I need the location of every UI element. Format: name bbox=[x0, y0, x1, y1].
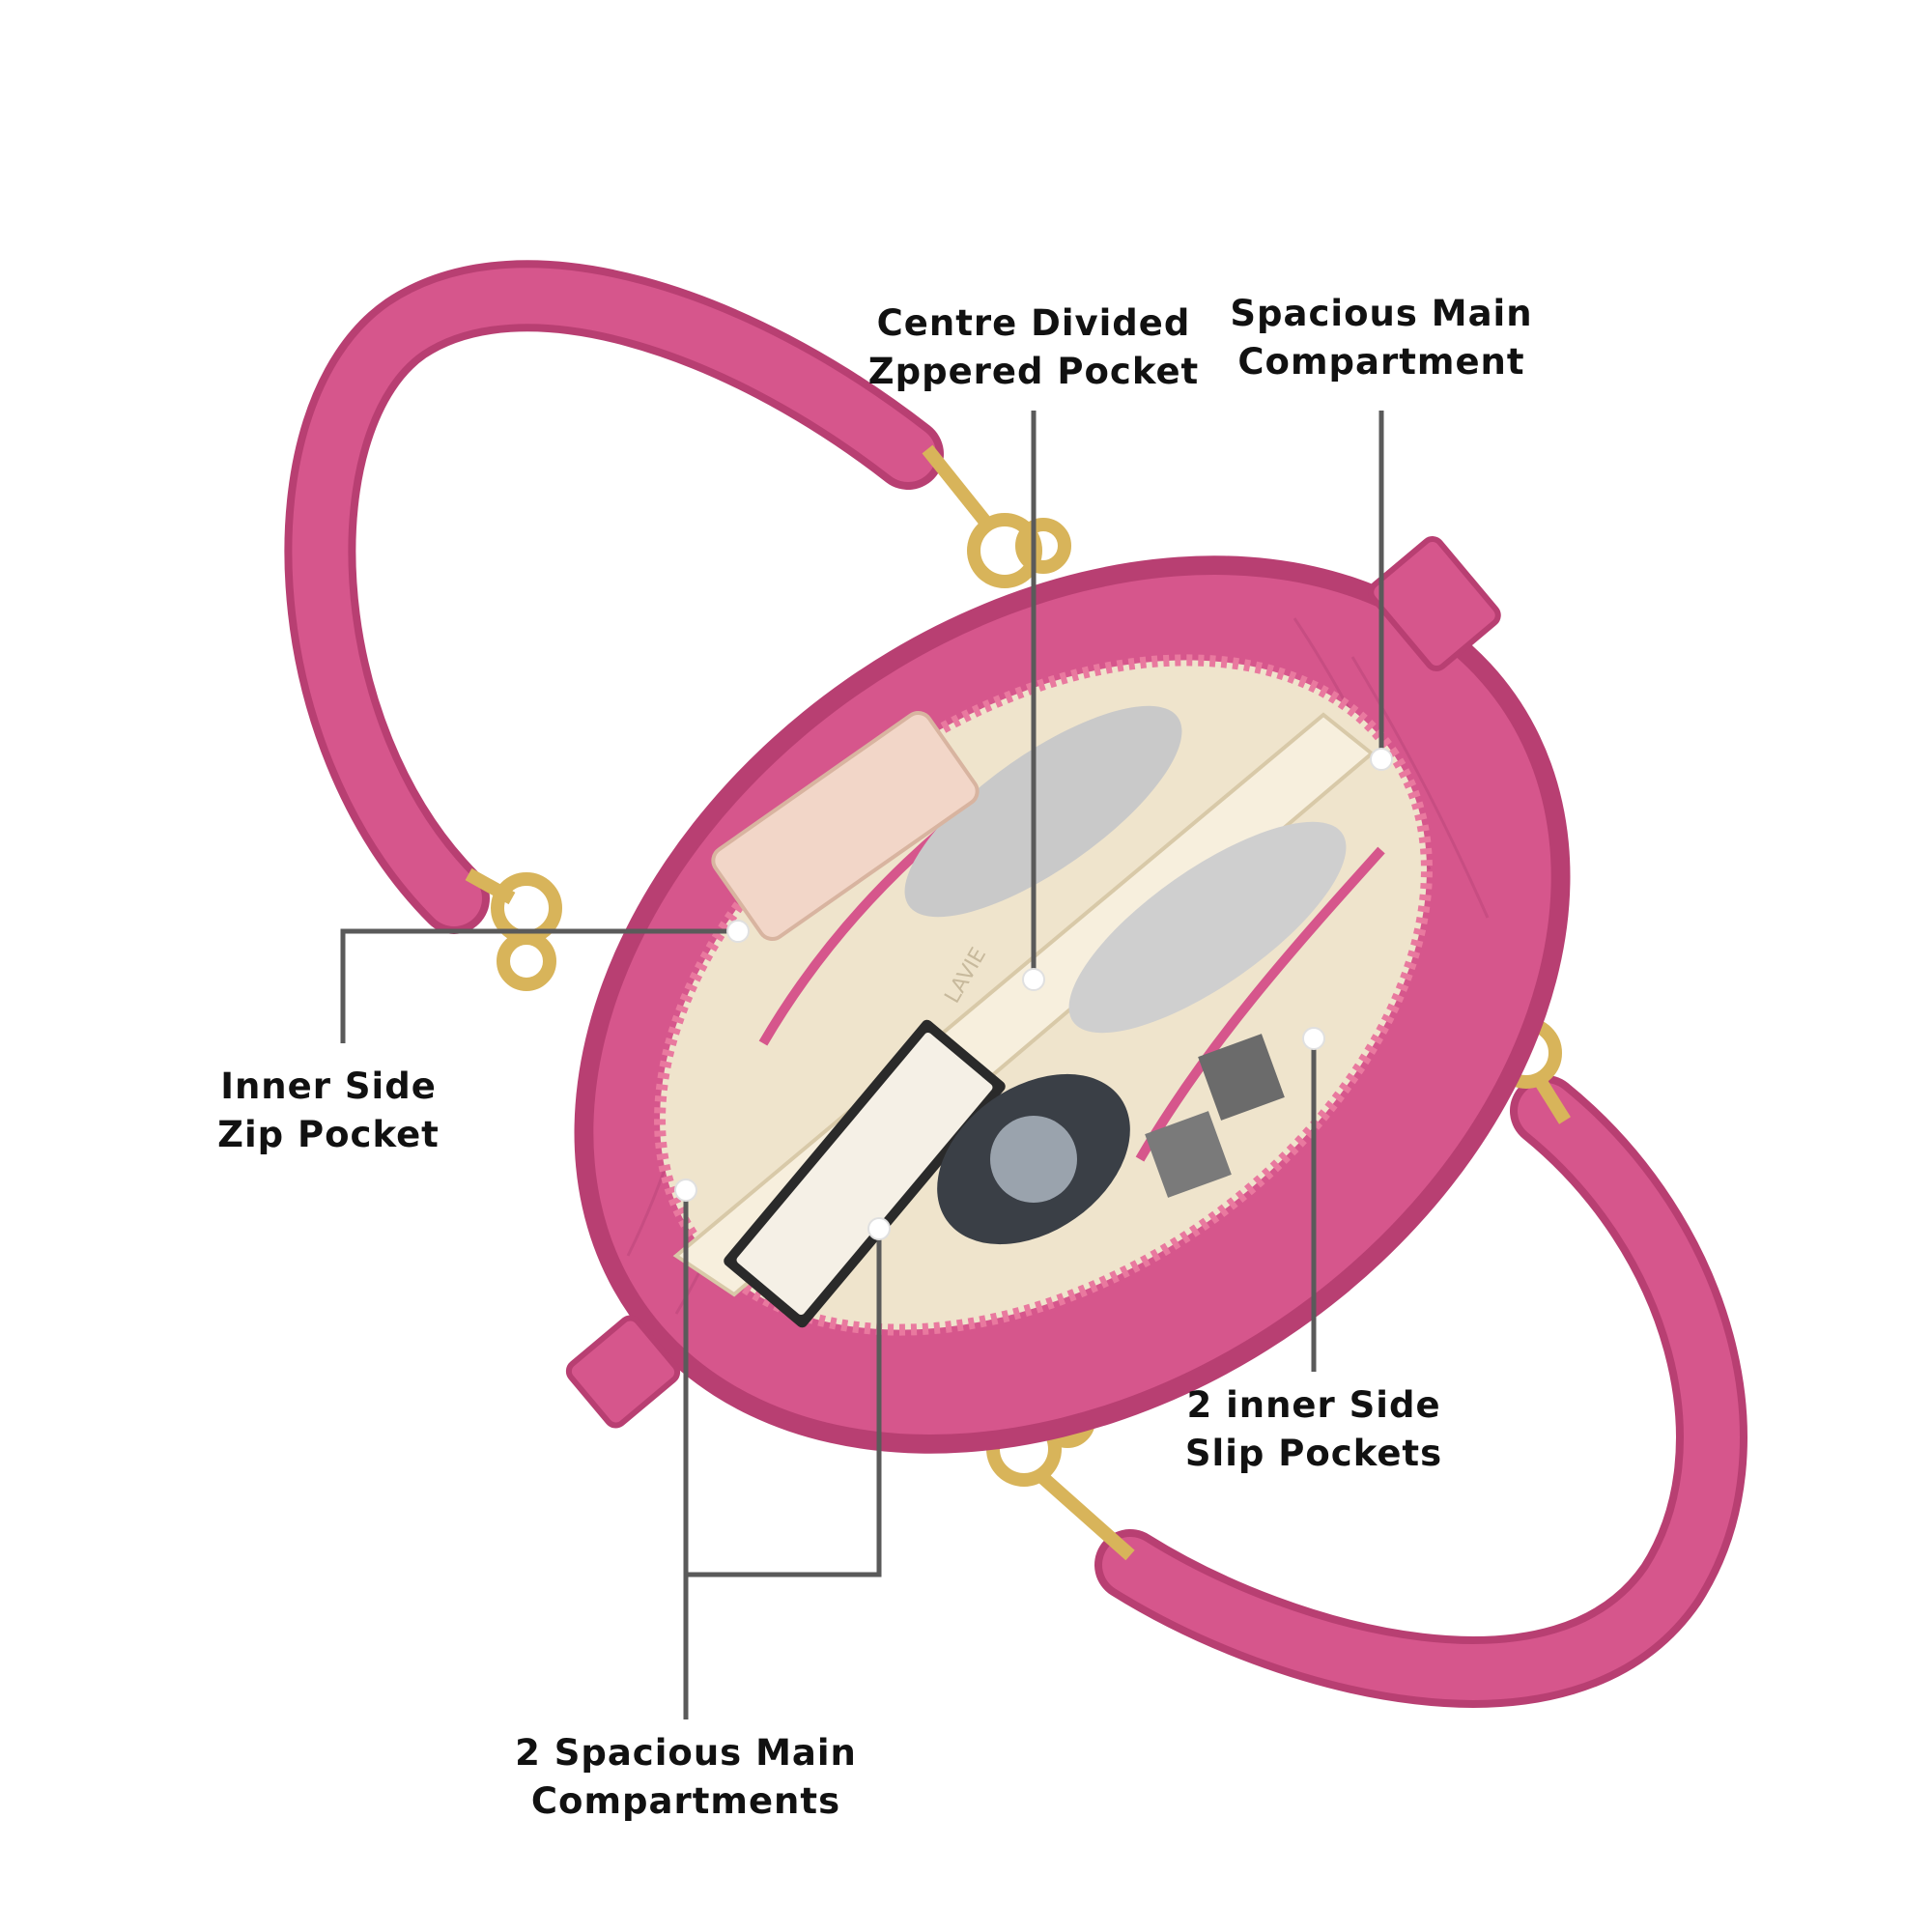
top-handle bbox=[284, 260, 944, 934]
label-spacious-main-compartments: 2 Spacious Main Compartments bbox=[483, 1729, 889, 1826]
dot-slip-pockets bbox=[1302, 1027, 1325, 1050]
label-line: Spacious Main bbox=[1230, 293, 1533, 334]
label-line: Zip Pocket bbox=[217, 1114, 440, 1155]
label-line: Centre Divided bbox=[876, 302, 1191, 344]
label-line: Inner Side bbox=[220, 1065, 437, 1107]
dot-inner-side-zip bbox=[726, 920, 750, 943]
leader-dots bbox=[674, 748, 1393, 1240]
label-line: 2 inner Side bbox=[1186, 1384, 1441, 1426]
label-line: Compartment bbox=[1237, 341, 1525, 383]
label-inner-side-slip-pockets: 2 inner Side Slip Pockets bbox=[1140, 1381, 1488, 1478]
label-line: Compartments bbox=[530, 1780, 841, 1822]
dot-main-compartment-2 bbox=[867, 1217, 891, 1240]
dot-centre-divided bbox=[1022, 968, 1045, 991]
bottom-handle bbox=[1094, 1075, 1747, 1708]
label-inner-side-zip-pocket: Inner Side Zip Pocket bbox=[164, 1063, 493, 1159]
label-centre-divided-pocket: Centre Divided Zppered Pocket bbox=[840, 299, 1227, 396]
label-line: 2 Spacious Main bbox=[515, 1732, 857, 1774]
label-line: Slip Pockets bbox=[1184, 1433, 1443, 1474]
bag-lining: LAVIE bbox=[654, 654, 1433, 1336]
dot-main-compartment-1 bbox=[674, 1179, 697, 1202]
label-line: Zppered Pocket bbox=[867, 351, 1200, 392]
dot-spacious-main bbox=[1370, 748, 1393, 771]
label-spacious-main-compartment: Spacious Main Compartment bbox=[1208, 290, 1555, 386]
leader-lines bbox=[340, 411, 1384, 1719]
